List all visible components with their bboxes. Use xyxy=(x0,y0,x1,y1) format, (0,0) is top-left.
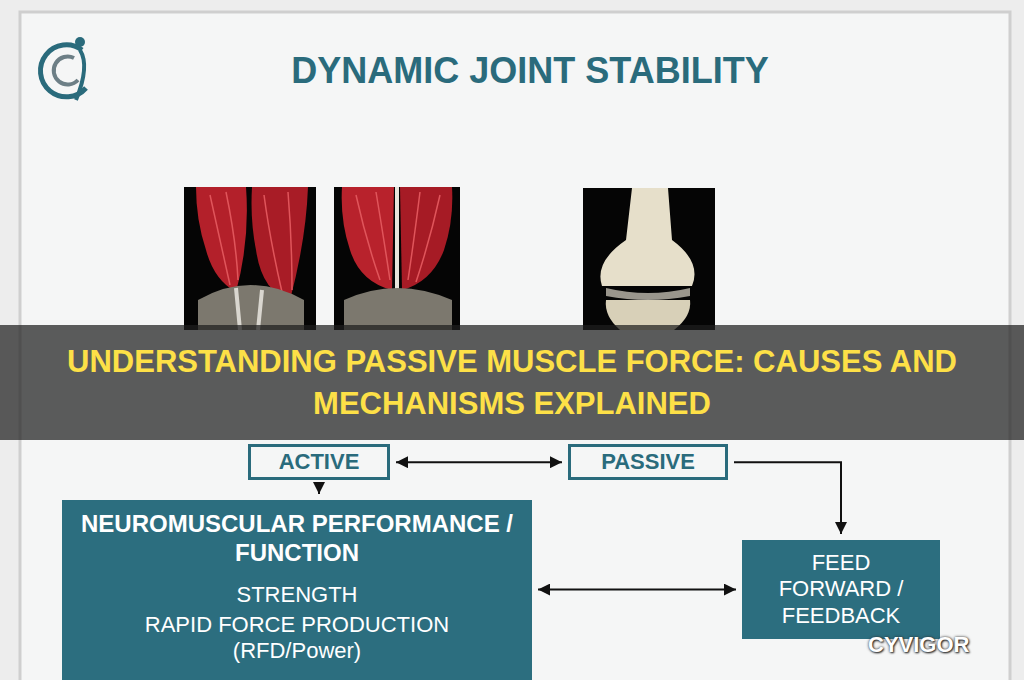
box-heading: NEUROMUSCULAR PERFORMANCE / FUNCTION xyxy=(76,510,518,568)
calf-muscle-image-part xyxy=(400,187,452,290)
calf-muscle-image-part xyxy=(395,187,399,300)
watermark: CYVIGOR xyxy=(868,632,969,658)
process-box: FEED FORWARD / FEEDBACK xyxy=(742,540,940,639)
banner-caption: UNDERSTANDING PASSIVE MUSCLE FORCE: CAUS… xyxy=(40,341,984,425)
logo-part xyxy=(76,50,84,100)
thigh-muscle-image-part xyxy=(210,192,292,292)
box-item: STRENGTH xyxy=(237,582,358,608)
connector-arrow xyxy=(396,461,562,463)
category-box: ACTIVE xyxy=(248,444,390,480)
calf-muscle-image xyxy=(334,187,460,330)
calf-muscle-image-part xyxy=(334,187,460,330)
calf-muscle-image-part xyxy=(344,288,452,330)
box-heading: FEED FORWARD / FEEDBACK xyxy=(754,550,928,629)
slide-panel xyxy=(20,12,1010,680)
knee-bone-image-part xyxy=(606,288,690,300)
thigh-muscle-image-part xyxy=(184,187,316,330)
process-box: NEUROMUSCULAR PERFORMANCE / FUNCTION STRE… xyxy=(62,500,532,680)
knee-bone-image-part xyxy=(583,188,715,330)
thigh-muscle-image-part xyxy=(198,285,304,330)
caption-holder: UNDERSTANDING PASSIVE MUSCLE FORCE: CAUS… xyxy=(40,325,984,440)
calf-muscle-image-part xyxy=(342,187,394,290)
logo-part xyxy=(54,57,78,85)
diagram-title: DYNAMIC JOINT STABILITY xyxy=(130,50,930,92)
connector-arrow xyxy=(318,486,320,494)
connector-arrow xyxy=(734,462,841,534)
logo xyxy=(40,37,86,100)
thigh-muscle-image xyxy=(184,187,316,330)
title-banner xyxy=(0,325,1024,440)
category-box: PASSIVE xyxy=(568,444,728,480)
thigh-muscle-image-part xyxy=(236,288,262,330)
box-heading: PASSIVE xyxy=(601,449,695,475)
box-heading: ACTIVE xyxy=(279,449,360,475)
box-item: RAPID FORCE PRODUCTION (RFD/Power) xyxy=(127,612,467,665)
logo-part xyxy=(75,37,85,47)
connector-arrow xyxy=(538,589,736,591)
knee-bone-image-part xyxy=(600,188,694,286)
thigh-muscle-image-part xyxy=(196,187,247,292)
knee-bone-image xyxy=(583,188,715,330)
